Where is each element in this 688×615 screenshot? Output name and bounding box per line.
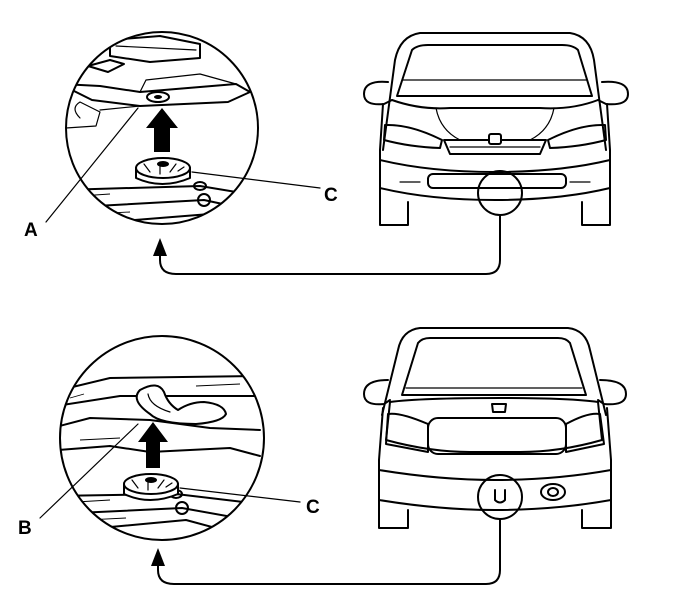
rear-jack-bracket-mark (494, 489, 506, 504)
front-jack-point-highlight (477, 170, 523, 216)
label-b-leader (39, 423, 139, 519)
label-a: A (24, 220, 38, 241)
label-b: B (18, 518, 32, 539)
front-car-view (363, 32, 629, 226)
label-c-leader-front (191, 171, 321, 189)
front-detail-circle (65, 31, 259, 225)
front-leader-line (159, 214, 501, 275)
label-a-leader (45, 107, 139, 223)
label-c-leader-rear (179, 487, 301, 503)
rear-car-view (363, 327, 627, 529)
label-c-front: C (324, 185, 338, 206)
rear-leader-line (157, 518, 501, 585)
rear-jack-point-highlight (477, 474, 523, 520)
front-leader-arrowhead (153, 238, 167, 256)
label-c-rear: C (306, 497, 320, 518)
rear-leader-arrowhead (151, 548, 165, 566)
rear-detail-circle (59, 335, 265, 541)
